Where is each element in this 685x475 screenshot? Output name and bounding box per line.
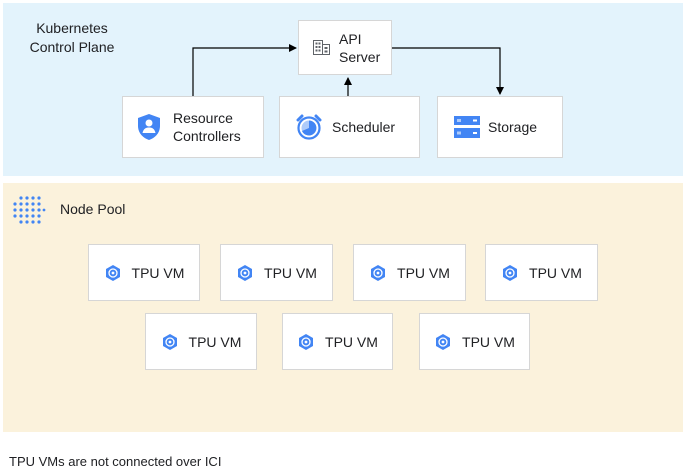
kubernetes-hexagon-icon: [369, 264, 387, 282]
api-server-label-line2: Server: [339, 48, 381, 65]
tpu-vm-label: TPU VM: [264, 264, 317, 281]
tpu-vm-box: TPU VM: [282, 313, 393, 370]
kubernetes-hexagon-icon: [104, 264, 122, 282]
tpu-vm-box: TPU VM: [88, 244, 200, 301]
building-icon: [313, 40, 330, 55]
tpu-vm-label: TPU VM: [325, 333, 378, 350]
arrow-controllers-to-api: [192, 44, 297, 96]
tpu-vm-box: TPU VM: [419, 313, 530, 370]
arrow-api-to-storage: [392, 47, 504, 95]
tpu-vm-box: TPU VM: [485, 244, 598, 301]
storage-box: Storage: [437, 96, 563, 158]
api-server-label-line1: API: [339, 30, 362, 47]
scheduler-label: Scheduler: [332, 119, 396, 135]
tpu-vm-label: TPU VM: [131, 264, 185, 281]
resource-controllers-label-line1: Resource: [173, 110, 233, 126]
resource-controllers-label: Resource Controllers: [173, 109, 241, 145]
scheduler-box: Scheduler: [279, 96, 420, 158]
control-plane-title-line1: Kubernetes: [36, 20, 108, 36]
node-pool-title: Node Pool: [60, 201, 126, 217]
shield-user-icon: [137, 113, 161, 141]
resource-controllers-box: Resource Controllers: [122, 96, 264, 158]
api-server-label: API Server: [339, 30, 380, 66]
kubernetes-hexagon-icon: [161, 333, 179, 351]
node-pool-dots-icon: [12, 195, 46, 225]
storage-icon: [454, 116, 480, 138]
kubernetes-hexagon-icon: [434, 333, 452, 351]
footnote-text: TPU VMs are not connected over ICI: [9, 454, 222, 469]
tpu-vm-label: TPU VM: [188, 333, 242, 350]
resource-controllers-label-line2: Controllers: [173, 128, 241, 144]
kubernetes-hexagon-icon: [297, 333, 315, 351]
tpu-vm-label: TPU VM: [462, 333, 515, 350]
tpu-vm-box: TPU VM: [220, 244, 333, 301]
tpu-vm-label: TPU VM: [529, 264, 582, 281]
tpu-vm-label: TPU VM: [397, 264, 450, 281]
control-plane-title: Kubernetes Control Plane: [17, 19, 127, 57]
node-pool-region: [3, 183, 683, 432]
kubernetes-hexagon-icon: [236, 264, 254, 282]
control-plane-title-line2: Control Plane: [29, 39, 115, 55]
tpu-vm-box: TPU VM: [353, 244, 466, 301]
clock-scheduler-icon: [296, 114, 322, 140]
tpu-vm-box: TPU VM: [145, 313, 257, 370]
api-server-box: API Server: [298, 20, 392, 75]
storage-label: Storage: [488, 119, 538, 135]
kubernetes-hexagon-icon: [501, 264, 519, 282]
